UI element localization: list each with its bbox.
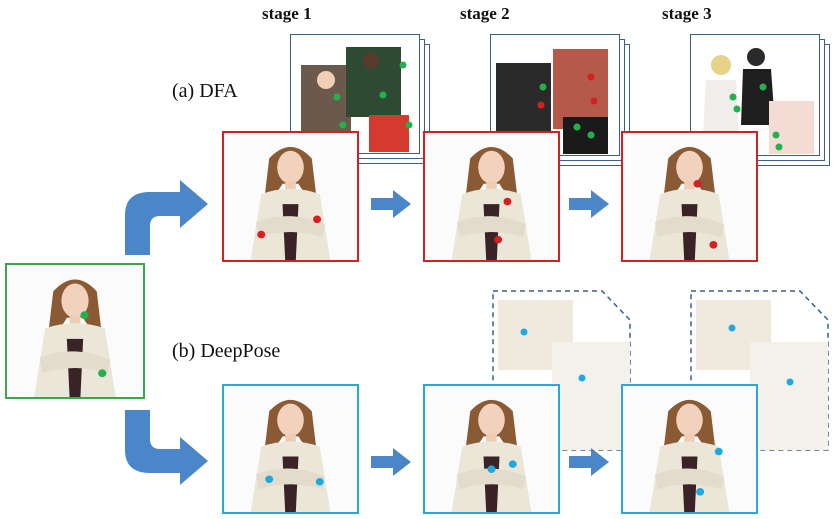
stage-1-label: stage 1 (262, 4, 312, 23)
person-photo-icon (425, 386, 558, 512)
arrow-right-icon (371, 448, 411, 476)
arrow-right-icon (371, 190, 411, 218)
person-photo-icon (425, 133, 558, 260)
deeppose-label: (b) DeepPose (172, 340, 281, 362)
dfa-label: (a) DFA (172, 80, 238, 102)
deeppose-stage-1-frame (222, 384, 359, 514)
person-photo-icon (623, 133, 756, 260)
stage-3-label: stage 3 (662, 4, 712, 23)
dfa-stage-3-frame (621, 131, 758, 262)
dfa-stage-1-frame (222, 131, 359, 262)
deeppose-stage-3-frame (621, 384, 758, 514)
curved-arrow-down-icon (125, 410, 208, 485)
arrow-right-icon (569, 190, 609, 218)
person-photo-icon (7, 265, 143, 397)
person-photo-icon (623, 386, 756, 512)
arrow-right-icon (569, 448, 609, 476)
stage-2-label: stage 2 (460, 4, 510, 23)
input-image (5, 263, 145, 399)
dfa-stage-2-frame (423, 131, 560, 262)
curved-arrow-up-icon (125, 180, 208, 255)
person-photo-icon (224, 133, 357, 260)
deeppose-stage-2-frame (423, 384, 560, 514)
person-photo-icon (224, 386, 357, 512)
